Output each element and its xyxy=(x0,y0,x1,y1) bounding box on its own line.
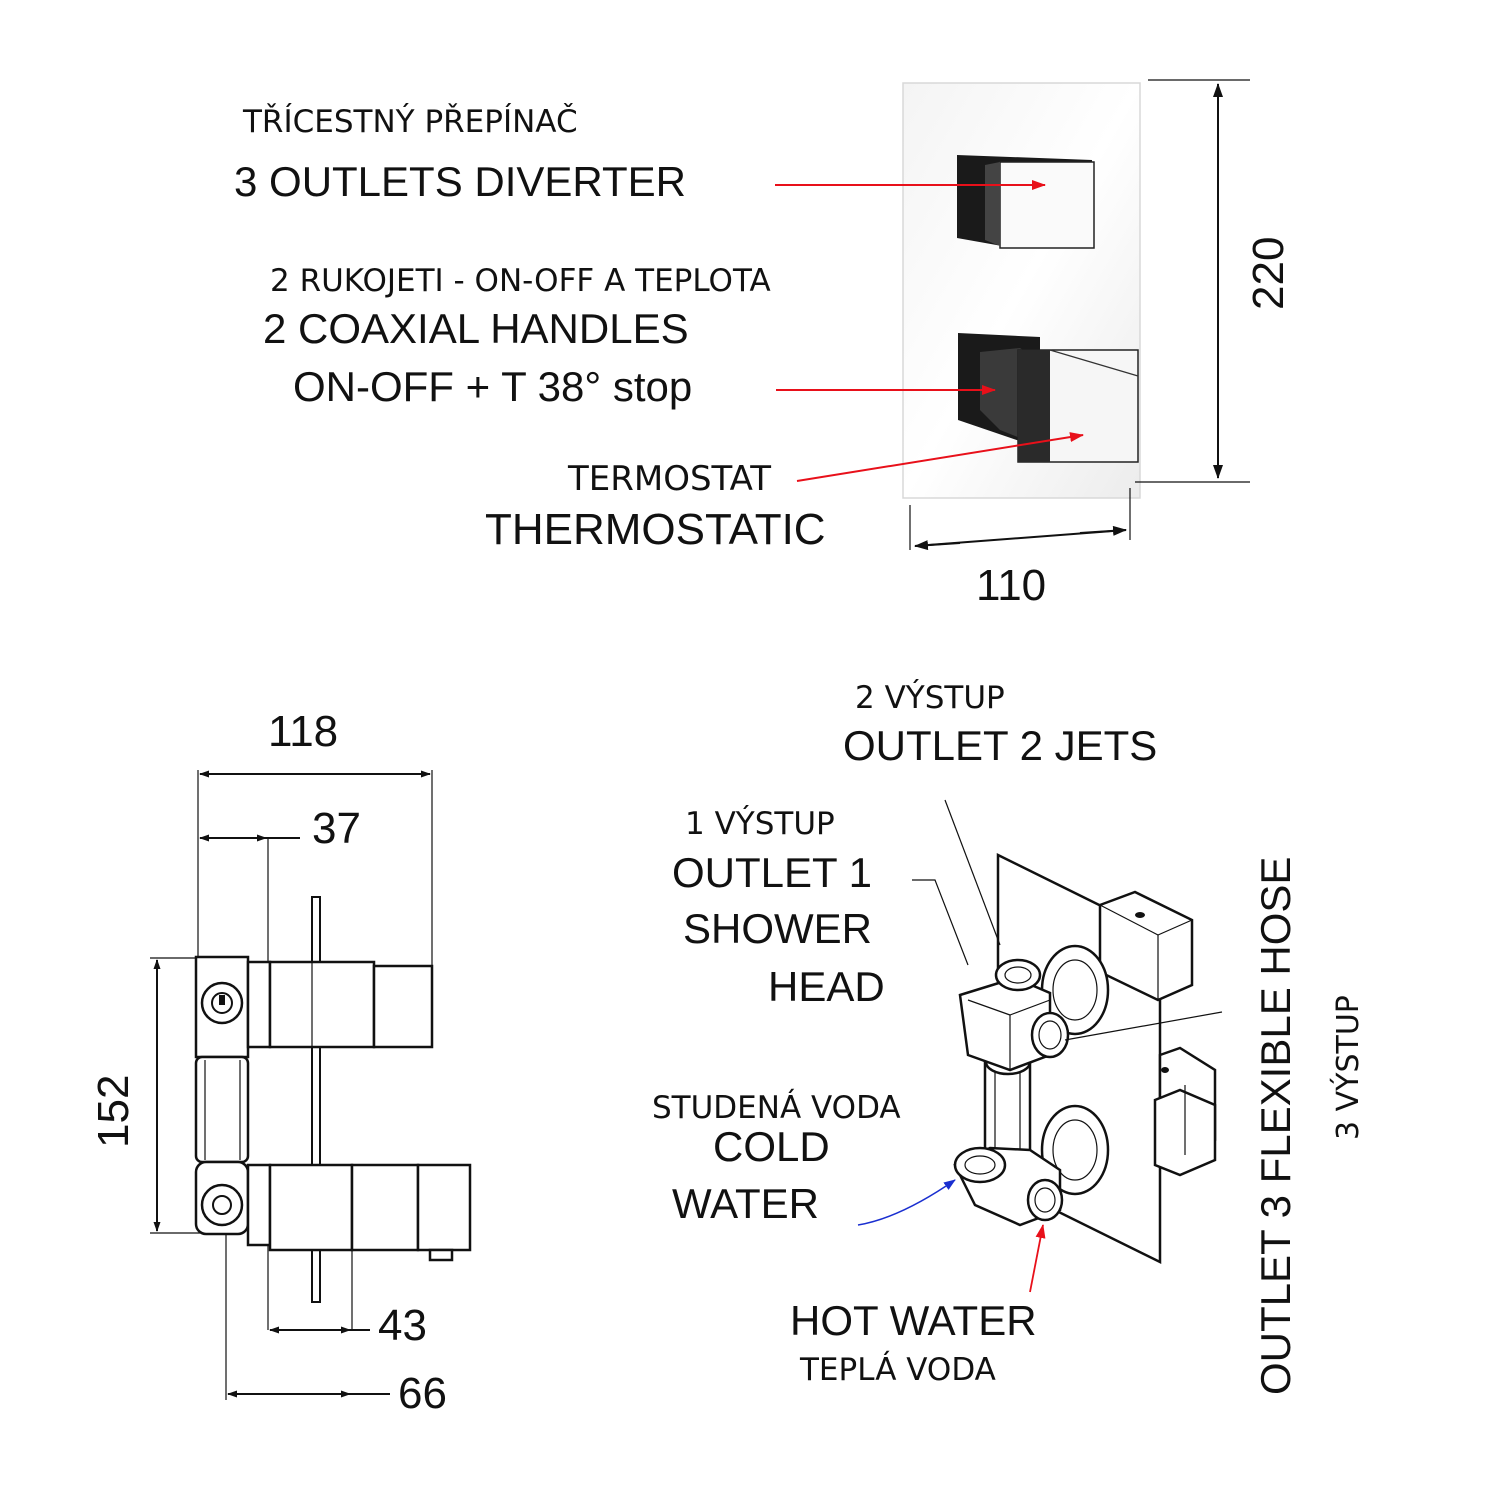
dim-118-value: 118 xyxy=(268,707,338,756)
handles-label-cz: 2 RUKOJETI - ON-OFF A TEPLOTA xyxy=(270,263,771,299)
dim-66-value: 66 xyxy=(398,1369,447,1418)
dim-37-value: 37 xyxy=(312,804,361,853)
side-diverter-handle xyxy=(246,960,434,1049)
outlet2-label-en: OUTLET 2 JETS xyxy=(843,722,1157,769)
outlet3-label-en: OUTLET 3 FLEXIBLE HOSE xyxy=(1252,857,1299,1395)
dim-43-value: 43 xyxy=(378,1301,427,1350)
side-wall-plate xyxy=(311,896,321,1303)
iso-view: 2 VÝSTUP OUTLET 2 JETS 1 VÝSTUP OUTLET 1… xyxy=(652,680,1366,1395)
side-valve-body xyxy=(194,955,250,1236)
outlet1-label-en-3: HEAD xyxy=(768,963,885,1010)
thermo-pointer xyxy=(796,432,1084,482)
outlet3-label-cz: 3 VÝSTUP xyxy=(1330,995,1366,1140)
handles-label-en-1: 2 COAXIAL HANDLES xyxy=(263,305,689,352)
thermo-label-en: THERMOSTATIC xyxy=(485,505,826,554)
outlet3-leader xyxy=(1064,1011,1223,1041)
outlet2-leader xyxy=(944,799,1001,946)
cold-label-en-2: WATER xyxy=(672,1180,819,1227)
side-coaxial-handles xyxy=(246,1163,472,1262)
coaxial-handles xyxy=(958,333,1139,463)
iso-coaxial-knob xyxy=(1153,1046,1217,1177)
diverter-label-cz: TŘÍCESTNÝ PŘEPÍNAČ xyxy=(242,103,578,140)
thermo-label-cz: TERMOSTAT xyxy=(567,459,771,499)
front-view: TŘÍCESTNÝ PŘEPÍNAČ 3 OUTLETS DIVERTER 2 … xyxy=(234,79,1293,610)
width-dimension xyxy=(909,488,1131,551)
height-value: 220 xyxy=(1244,237,1293,310)
hot-label-cz: TEPLÁ VODA xyxy=(799,1352,996,1388)
diverter-knob xyxy=(957,155,1095,249)
iso-diverter-knob xyxy=(1098,890,1194,1002)
handles-label-en-2: ON-OFF + T 38° stop xyxy=(293,363,692,410)
cold-label-en-1: COLD xyxy=(713,1123,830,1170)
height-dimension xyxy=(1135,79,1250,483)
outlet1-label-cz: 1 VÝSTUP xyxy=(685,806,835,842)
width-value: 110 xyxy=(976,561,1046,610)
diverter-label-en: 3 OUTLETS DIVERTER xyxy=(234,158,686,205)
outlet1-leader xyxy=(912,879,969,966)
cold-water-pointer xyxy=(857,1179,956,1226)
outlet1-label-en-1: OUTLET 1 xyxy=(672,849,872,896)
outlet2-label-cz: 2 VÝSTUP xyxy=(855,680,1005,716)
side-view: 118 37 152 43 66 xyxy=(89,707,472,1418)
cold-label-cz: STUDENÁ VODA xyxy=(652,1090,901,1126)
dim-152-value: 152 xyxy=(89,1075,138,1148)
hot-water-pointer xyxy=(1029,1224,1046,1293)
hot-label-en: HOT WATER xyxy=(790,1297,1037,1344)
outlet1-label-en-2: SHOWER xyxy=(683,905,872,952)
